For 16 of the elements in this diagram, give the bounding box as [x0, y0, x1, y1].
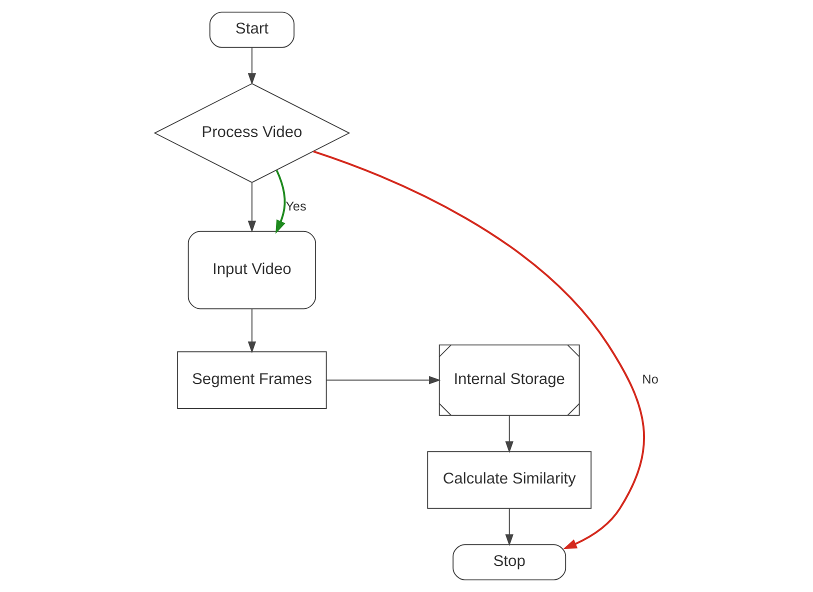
node-box: Start [208, 12, 294, 48]
node-diamond: Process Video [153, 83, 350, 184]
node-box: Segment Frames [176, 351, 326, 410]
edge-label: No [642, 371, 658, 386]
arrow [504, 415, 513, 454]
edge-label: Yes [285, 198, 306, 214]
arrow [247, 308, 256, 354]
arrow [247, 182, 256, 232]
node-box: Stop [452, 544, 566, 580]
node-box: Calculate Similarity [426, 451, 592, 509]
arrow [247, 47, 256, 85]
node-box: Input Video [187, 230, 316, 310]
arrow [504, 508, 513, 546]
arrow [275, 170, 286, 234]
arrow [312, 150, 644, 550]
arrow [325, 376, 440, 384]
